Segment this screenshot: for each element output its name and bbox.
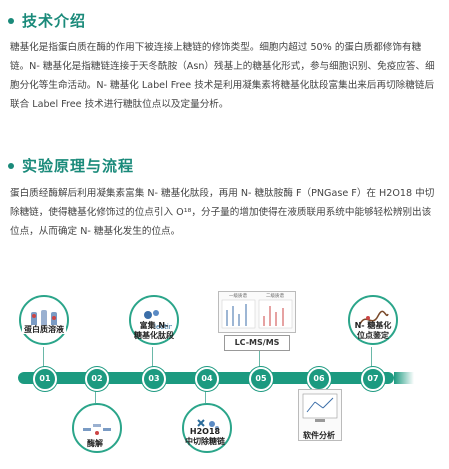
step-node-04: 04 (195, 367, 219, 391)
protein-solution-icon (19, 295, 69, 345)
step-node-06: 06 (307, 367, 331, 391)
timeline-track-tail (394, 372, 414, 384)
step-label-06: 软件分析 (303, 431, 335, 440)
bullet-dot (8, 162, 14, 169)
step-label-03: 富集 N- 糖基化肽段 (134, 321, 174, 340)
section-title-principle: 实验原理与流程 (8, 155, 134, 176)
site-identification-icon (348, 295, 398, 345)
step-node-01: 01 (33, 367, 57, 391)
step-label-05: LC-MS/MS (224, 335, 290, 351)
tech-paragraph: 糖基化是指蛋白质在酶的作用下被连接上糖链的修饰类型。细胞内超过 50% 的蛋白质… (10, 42, 435, 110)
connector-02 (95, 389, 96, 403)
step-label-07: N- 糖基化 位点鉴定 (354, 321, 392, 340)
section-title-text: 技术介绍 (22, 12, 87, 30)
connector-05 (259, 351, 260, 367)
deglycosylation-icon (182, 403, 232, 453)
lectin-text: lectin (154, 323, 172, 331)
step-label-04: H2O18 中切除糖链 (185, 427, 225, 446)
ms2-caption: 二级质谱 (266, 294, 284, 299)
connector-01 (43, 347, 44, 367)
step-node-07: 07 (361, 367, 385, 391)
ms-spectra-panel: 一级质谱 二级质谱 (218, 291, 296, 333)
step-node-05: 05 (249, 367, 273, 391)
principle-paragraph: 蛋白质经酶解后利用凝集素富集 N- 糖基化肽段，再用 N- 糖肽胺酶 F（PNG… (10, 188, 435, 237)
lectin-enrichment-icon: lectin (129, 295, 179, 345)
section-title-text: 实验原理与流程 (22, 157, 135, 175)
connector-07 (371, 347, 372, 367)
step-label-01: 蛋白质溶液 (22, 325, 66, 334)
bullet-dot (8, 17, 14, 24)
section-title-tech: 技术介绍 (8, 10, 86, 31)
software-analysis-icon (298, 389, 342, 441)
digestion-icon (72, 403, 122, 453)
workflow-timeline: 01 02 03 04 05 06 07 蛋白质溶液 酶解 lectin (0, 285, 449, 469)
connector-03 (152, 347, 153, 367)
connector-04 (205, 389, 206, 403)
step-node-03: 03 (142, 367, 166, 391)
step-node-02: 02 (85, 367, 109, 391)
ms1-caption: 一级质谱 (229, 294, 247, 299)
step-label-02: 酶解 (87, 439, 103, 448)
